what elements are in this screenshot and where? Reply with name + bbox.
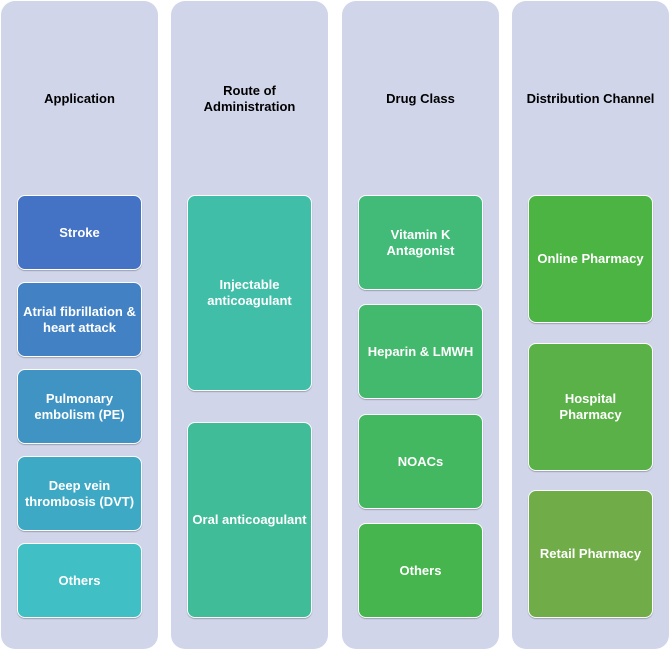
box-application-others: Others xyxy=(17,543,142,618)
box-injectable-anticoagulant: Injectable anticoagulant xyxy=(187,195,312,391)
column-title-distribution: Distribution Channel xyxy=(526,91,655,106)
column-distribution-channel: Distribution Channel Online Pharmacy Hos… xyxy=(512,1,669,649)
column-application: Application Stroke Atrial fibrillation &… xyxy=(1,1,158,649)
box-deep-vein-thrombosis: Deep vein thrombosis (DVT) xyxy=(17,456,142,531)
box-stroke: Stroke xyxy=(17,195,142,270)
box-hospital-pharmacy: Hospital Pharmacy xyxy=(528,343,653,471)
box-pulmonary-embolism: Pulmonary embolism (PE) xyxy=(17,369,142,444)
box-vitamin-k-antagonist: Vitamin K Antagonist xyxy=(358,195,483,290)
column-route-of-administration: Route of Administration Injectable antic… xyxy=(171,1,328,649)
column-title-application: Application xyxy=(44,91,115,106)
box-oral-anticoagulant: Oral anticoagulant xyxy=(187,422,312,618)
column-title-drug-class: Drug Class xyxy=(386,91,455,106)
box-online-pharmacy: Online Pharmacy xyxy=(528,195,653,323)
column-title-route: Route of Administration xyxy=(203,83,296,114)
box-noacs: NOACs xyxy=(358,414,483,509)
box-atrial-fibrillation: Atrial fibrillation & heart attack xyxy=(17,282,142,357)
box-drug-class-others: Others xyxy=(358,523,483,618)
box-retail-pharmacy: Retail Pharmacy xyxy=(528,490,653,618)
box-heparin-lmwh: Heparin & LMWH xyxy=(358,304,483,399)
column-drug-class: Drug Class Vitamin K Antagonist Heparin … xyxy=(342,1,499,649)
